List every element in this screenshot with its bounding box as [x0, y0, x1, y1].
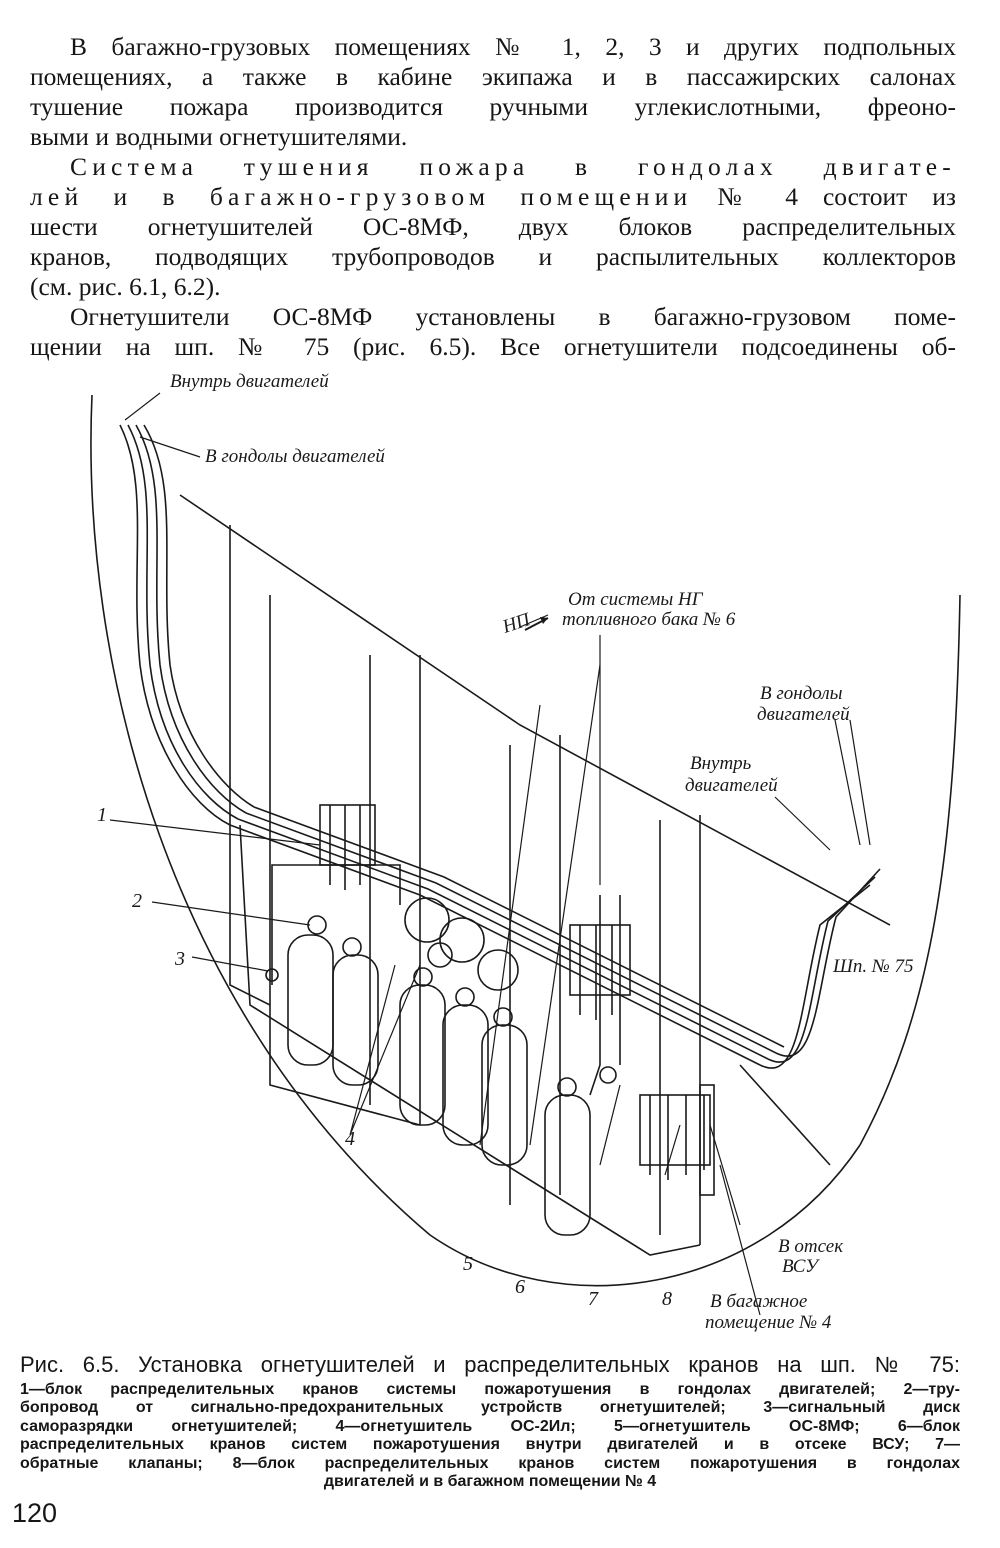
label-frame-75: Шп. № 75	[832, 956, 913, 977]
label-apu-2: ВСУ	[782, 1256, 820, 1277]
text-line: помещениях, а также в кабине экипажа и в…	[30, 62, 956, 91]
figure-6-5: Внутрь двигателей В гондолы двигателей Н…	[0, 365, 1000, 1345]
paragraph-3: Огнетушители ОС-8МФ установлены в багажн…	[30, 302, 956, 362]
fuselage-contour	[90, 394, 861, 1287]
callout-5: 5	[463, 1253, 473, 1275]
label-from-system-2: топливного бака № 6	[562, 609, 736, 630]
text-line: лей и в багажно-грузовом помещении № 4 с…	[30, 182, 956, 212]
figure-caption-title: Рис. 6.5. Установка огнетушителей и расп…	[20, 1352, 960, 1377]
paragraph-2: Система тушения пожара в гондолах двигат…	[30, 152, 956, 302]
text-line: шести огнетушителей ОС-8МФ, двух блоков …	[30, 212, 956, 241]
label-apu-1: В отсек	[778, 1236, 844, 1257]
callout-6: 6	[515, 1276, 525, 1298]
callout-7: 7	[588, 1288, 599, 1310]
callout-3: 3	[174, 948, 185, 970]
text-line: кранов, подводящих трубопроводов и распы…	[30, 242, 956, 271]
text-line: Огнетушители ОС-8МФ установлены в багажн…	[70, 302, 956, 331]
callout-2: 2	[132, 890, 142, 912]
label-np: НП	[499, 609, 534, 638]
caption-line: бопровод от сигнально-предохранительных …	[20, 1399, 960, 1417]
caption-line: 1—блок распределительных кранов системы …	[20, 1381, 960, 1398]
label-from-system-1: От системы НГ	[568, 589, 704, 610]
label-baggage-1: В багажное	[710, 1291, 807, 1312]
label-to-nacelles-right-2: двигателей	[757, 704, 850, 725]
text-line: В багажно-грузовых помещениях № 1, 2, 3 …	[70, 32, 956, 61]
caption-line: распределительных кранов систем пожароту…	[20, 1436, 960, 1454]
label-inside-engines-right-2: двигателей	[685, 775, 778, 796]
callout-8: 8	[662, 1288, 672, 1310]
label-inside-engines-top: Внутрь двигателей	[170, 371, 329, 392]
page-number: 120	[12, 1498, 58, 1528]
paragraph-1: В багажно-грузовых помещениях № 1, 2, 3 …	[30, 32, 956, 152]
label-baggage-2: помещение № 4	[705, 1312, 832, 1333]
text-line: выми и водными огнетушителями.	[30, 122, 408, 151]
text-tail: № 4 состоит из	[692, 182, 957, 211]
text-line: щении на шп. № 75 (рис. 6.5). Все огнету…	[30, 332, 956, 361]
label-to-nacelles-top: В гондолы двигателей	[205, 446, 385, 467]
spaced-text: лей и в багажно-грузовом помещении	[30, 182, 693, 211]
text-line: (см. рис. 6.1, 6.2).	[30, 272, 221, 301]
label-to-nacelles-right-1: В гондолы	[760, 683, 843, 704]
caption-line: обратные клапаны; 8—блок распределительн…	[20, 1454, 960, 1472]
installation-drawing: Внутрь двигателей В гондолы двигателей Н…	[90, 371, 961, 1333]
label-inside-engines-right-1: Внутрь	[690, 753, 752, 774]
caption-line: саморазрядки огнетушителей; 4—огнетушите…	[20, 1417, 960, 1435]
figure-caption-legend: 1—блок распределительных кранов системы …	[20, 1381, 960, 1491]
callout-4: 4	[345, 1128, 355, 1150]
callout-1: 1	[97, 804, 107, 826]
text-line: тушение пожара производится ручными угле…	[30, 92, 956, 121]
text-line-spaced: Система тушения пожара в гондолах двигат…	[70, 152, 956, 181]
caption-line: двигателей и в багажном помещении № 4	[323, 1473, 657, 1491]
